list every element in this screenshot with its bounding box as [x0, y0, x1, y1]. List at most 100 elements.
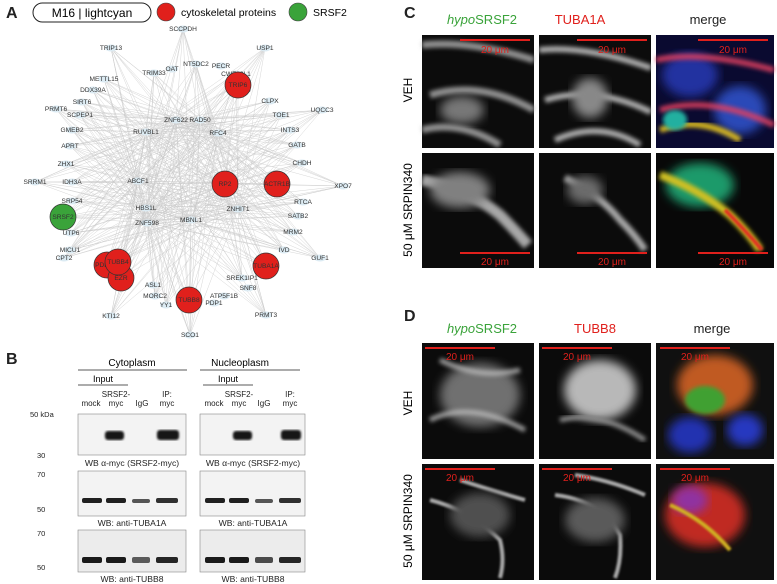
node-yy1[interactable]: YY1 — [160, 301, 173, 310]
node-gmeb2[interactable]: GMEB2 — [60, 126, 84, 135]
node-srp54[interactable]: SRP54 — [62, 197, 83, 206]
edge-gatb-rfc4 — [217, 132, 298, 146]
node-guf1[interactable]: GUF1 — [311, 254, 329, 263]
edge-tubb8-rfc4 — [188, 132, 219, 301]
edge-prmt6-hbs1l — [55, 108, 147, 209]
node-nt5dc2[interactable]: NT5DC2 — [183, 60, 209, 69]
node-ruvbl1[interactable]: RUVBL1 — [133, 128, 159, 137]
edge-zhx1-ruvbl1 — [65, 131, 147, 165]
edge-morc2-ruvbl1 — [145, 131, 156, 297]
node-ints3[interactable]: INTS3 — [281, 126, 300, 135]
node-usp1[interactable]: USP1 — [256, 44, 274, 53]
node-satb2[interactable]: SATB2 — [288, 212, 309, 221]
edge-tubb4-ruvbl1 — [117, 131, 147, 263]
edge-srrm1-znf598 — [34, 181, 148, 224]
node-znf622[interactable]: ZNF622 — [164, 116, 188, 125]
node-mbnl1[interactable]: MBNL1 — [180, 216, 202, 225]
node-aprt[interactable]: APRT — [61, 142, 79, 151]
edge-pdlim7-ruvbl1 — [106, 131, 147, 266]
node-prmt6[interactable]: PRMT6 — [45, 105, 68, 114]
edge-clpx-znf598 — [146, 100, 271, 224]
node-zhx1[interactable]: ZHX1 — [58, 160, 75, 169]
edge-tubb8-rp2 — [188, 183, 226, 301]
edge-aprt-ruvbl1 — [69, 131, 147, 147]
node-mettl15[interactable]: METTL15 — [90, 75, 119, 84]
node-label: EZR — [114, 275, 127, 282]
node-chdh[interactable]: CHDH — [292, 159, 312, 168]
edge-cpt2-ruvbl1 — [63, 131, 147, 259]
node-trim33[interactable]: TRIM33 — [142, 69, 166, 78]
node-pecr[interactable]: PECR — [212, 62, 231, 71]
node-trip6[interactable]: TRIP6 — [224, 71, 252, 99]
node-sco1[interactable]: SCO1 — [181, 331, 199, 340]
node-srrm1[interactable]: SRRM1 — [23, 178, 47, 187]
band-tuba1a-nuc-2 — [229, 498, 249, 503]
node-label: ZNHIT1 — [226, 206, 249, 213]
node-rtca[interactable]: RTCA — [294, 198, 313, 207]
node-znf598[interactable]: ZNF598 — [135, 219, 159, 228]
node-ivd[interactable]: IVD — [278, 246, 290, 255]
edge-cwf19l1-ruvbl1 — [145, 73, 237, 133]
node-srsf2[interactable]: SRSF2 — [49, 203, 77, 231]
node-pdp1[interactable]: PDP1 — [205, 299, 223, 308]
edge-ivd-hbs1l — [145, 207, 285, 251]
edge-actr1b-rad50 — [199, 119, 278, 185]
node-snf8[interactable]: SNF8 — [240, 284, 257, 293]
node-sccpdh[interactable]: SCCPDH — [169, 25, 197, 34]
node-znhit1[interactable]: ZNHIT1 — [226, 205, 250, 214]
node-tubb8[interactable]: TUBB8 — [175, 286, 203, 314]
node-scpep1[interactable]: SCPEP1 — [67, 111, 93, 120]
c-scale-text-5: 20 μm — [598, 257, 626, 268]
node-utp6[interactable]: UTP6 — [63, 229, 80, 238]
d-scale-text-6: 20 μm — [681, 473, 709, 484]
edge-sccpdh-abcf1 — [137, 28, 184, 182]
node-xpo7[interactable]: XPO7 — [334, 182, 352, 191]
node-atp5f1b[interactable]: ATP5F1B — [210, 292, 239, 301]
node-morc2[interactable]: MORC2 — [143, 292, 167, 301]
node-label: TUBB8 — [178, 297, 200, 304]
network-nodes: SCCPDHTRIP13USP1NT5DC2PECROATTRIM33CWF19… — [23, 25, 352, 340]
node-label: PRMT3 — [255, 312, 278, 319]
edge-ezr-mbnl1 — [120, 219, 192, 279]
node-trip13[interactable]: TRIP13 — [100, 44, 123, 53]
edge-pdlim7-rp2 — [106, 183, 226, 266]
edge-guf1-znhit1 — [237, 208, 321, 259]
node-micu1[interactable]: MICU1 — [60, 246, 81, 255]
node-rfc4[interactable]: RFC4 — [209, 129, 227, 138]
band-tubb8-nuc-1 — [205, 557, 225, 563]
node-actr1b[interactable]: ACTR1B — [263, 170, 291, 198]
edge-ints3-rad50 — [199, 119, 291, 131]
node-hbs1l[interactable]: HBS1L — [136, 204, 157, 213]
node-label: RUVBL1 — [133, 129, 159, 136]
node-prmt3[interactable]: PRMT3 — [255, 311, 278, 320]
node-label: SNF8 — [240, 285, 257, 292]
node-tuba1a[interactable]: TUBA1A — [252, 252, 279, 280]
tick-50kda: 50 kDa — [30, 410, 55, 419]
edge-idh3a-znhit1 — [71, 181, 239, 210]
legend-label-srsf2: SRSF2 — [313, 7, 347, 19]
node-tubb4[interactable]: TUBB4 — [104, 248, 132, 276]
node-srek1ip1[interactable]: SREK1IP1 — [226, 274, 258, 283]
node-abcf1[interactable]: ABCF1 — [127, 177, 149, 186]
node-ddx39a[interactable]: DDX39A — [80, 86, 106, 95]
edge-tuba1a-abcf1 — [137, 180, 267, 267]
node-idh3a[interactable]: IDH3A — [62, 178, 82, 187]
node-rad50[interactable]: RAD50 — [189, 116, 211, 125]
node-rp2[interactable]: RP2 — [211, 170, 239, 198]
node-uqcc3[interactable]: UQCC3 — [310, 106, 334, 115]
c-img-veh-srsf2 — [421, 35, 536, 148]
node-label: IVD — [279, 247, 290, 254]
node-label: SRRM1 — [23, 179, 46, 186]
edge-tuba1a-mbnl1 — [190, 219, 267, 267]
node-mrm2[interactable]: MRM2 — [283, 228, 303, 237]
node-cpt2[interactable]: CPT2 — [56, 254, 73, 263]
node-gatb[interactable]: GATB — [288, 141, 306, 150]
node-sirt6[interactable]: SIRT6 — [73, 98, 92, 107]
node-oat[interactable]: OAT — [165, 65, 179, 74]
node-toe1[interactable]: TOE1 — [272, 111, 290, 120]
node-clpx[interactable]: CLPX — [261, 97, 279, 106]
node-asl1[interactable]: ASL1 — [145, 281, 161, 290]
node-kti12[interactable]: KTI12 — [102, 312, 120, 321]
lane-mock-nuc: mock — [204, 399, 224, 408]
